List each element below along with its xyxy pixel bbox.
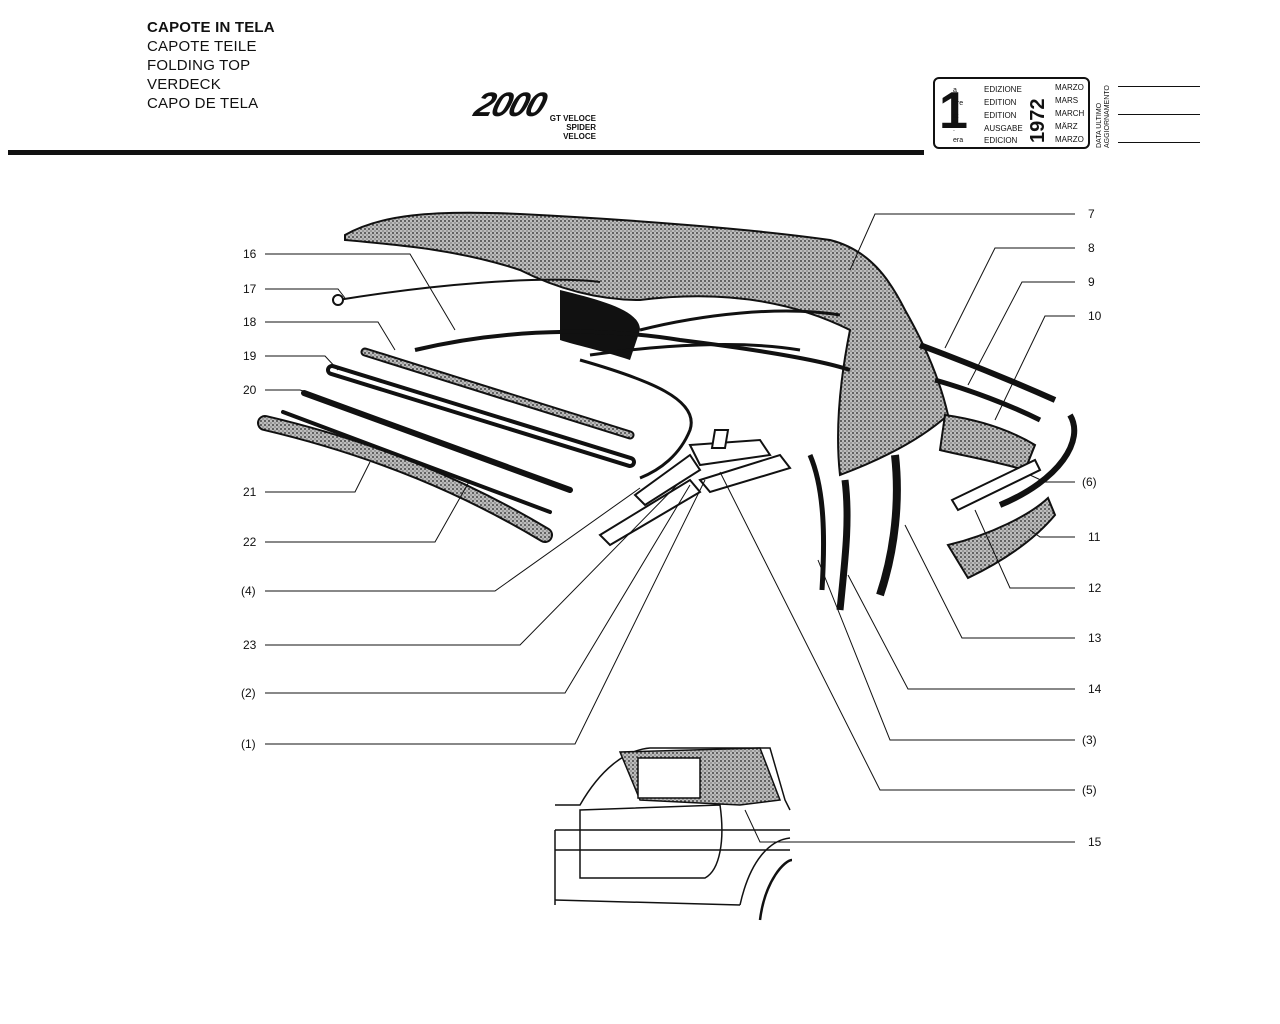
- callout-label: 17: [243, 282, 257, 296]
- update-line: [1118, 86, 1200, 87]
- hinge-bracket: [688, 438, 772, 467]
- frame-bow: [589, 343, 801, 357]
- edition-suffix: .: [953, 126, 955, 133]
- edition-month: MARCH: [1055, 109, 1085, 118]
- callout-label: 21: [243, 485, 257, 499]
- callout-label: 23: [243, 638, 257, 652]
- callouts-left: 16 17 18 19 20 21 22 (4) 23 (2) (1): [241, 247, 257, 751]
- callout-label: 13: [1088, 631, 1102, 645]
- hinge-link: [698, 453, 792, 494]
- leader-lines-left: [265, 253, 706, 745]
- header-rail-21: [281, 410, 552, 514]
- edition-month: MARZO: [1055, 83, 1084, 92]
- title-german: CAPOTE TEILE: [147, 38, 257, 55]
- header-rail-18-inner: [362, 349, 633, 438]
- callout-label: (6): [1082, 475, 1097, 489]
- hinge-arm: [633, 453, 702, 507]
- hinge-post: [710, 429, 730, 449]
- callout-label: 11: [1088, 530, 1101, 544]
- cable-17: [337, 278, 601, 301]
- edition-label: AUSGABE: [984, 124, 1023, 133]
- inset-wheel: [758, 858, 793, 921]
- header-seal-22-inner: [259, 417, 551, 541]
- header-rail-20: [301, 390, 573, 493]
- side-rail-8: [918, 342, 1057, 403]
- callout-label: 19: [243, 349, 257, 363]
- header-rail-19-inner: [330, 368, 632, 464]
- frame-bow: [414, 329, 851, 372]
- callout-label: 16: [243, 247, 257, 261]
- callout-label: 8: [1088, 241, 1095, 255]
- model-subtitle: GT VELOCE SPIDER VELOCE: [534, 114, 596, 141]
- edition-label: EDITION: [984, 98, 1017, 107]
- cable-end: [332, 294, 344, 306]
- inset-rear-window: [637, 757, 701, 799]
- title-german-2: VERDECK: [147, 76, 221, 93]
- folding-top-canvas: [344, 211, 950, 477]
- callouts-right: 7 8 9 10 (6) 11 12 13 14 (3) (5) 15: [1082, 207, 1102, 849]
- edition-suffix: era: [953, 137, 964, 144]
- frame-bow: [639, 309, 841, 332]
- edition-suffix: ere: [953, 100, 964, 107]
- side-rail-9: [934, 377, 1042, 423]
- callout-label: 10: [1088, 309, 1102, 323]
- edition-month: MÄRZ: [1055, 122, 1078, 131]
- callout-label: 14: [1088, 682, 1102, 696]
- callout-label: 15: [1088, 835, 1102, 849]
- callout-label: (3): [1082, 733, 1097, 747]
- edition-number: 1: [939, 82, 968, 140]
- inset-door: [579, 804, 723, 879]
- edition-box: 1 a ere st . era EDIZIONE EDITION EDITIO…: [933, 77, 1090, 149]
- rear-window-opening: [560, 290, 640, 360]
- edition-label: EDITION: [984, 111, 1017, 120]
- callout-label: 22: [243, 535, 257, 549]
- callout-label: (1): [241, 737, 256, 751]
- callout-label: 20: [243, 383, 257, 397]
- model-logo: 2000 GT VELOCE SPIDER VELOCE: [470, 86, 596, 141]
- update-line: [1118, 114, 1200, 115]
- callout-label: (4): [241, 584, 256, 598]
- edition-label: EDICION: [984, 136, 1018, 145]
- callout-label: 18: [243, 315, 257, 329]
- rail-6: [998, 413, 1078, 508]
- callout-label: (5): [1082, 783, 1097, 797]
- callout-label: (2): [241, 686, 256, 700]
- side-seal-10: [938, 413, 1037, 472]
- arm-13: [876, 454, 901, 597]
- car-inset: [554, 747, 793, 921]
- update-line: [1118, 142, 1200, 143]
- model-sub-spider: SPIDER VELOCE: [563, 123, 596, 141]
- callout-label: 7: [1088, 207, 1095, 221]
- title-italian: CAPOTE IN TELA: [147, 19, 275, 36]
- arm-14: [836, 479, 851, 611]
- callout-label: 12: [1088, 581, 1102, 595]
- edition-suffix: st: [953, 113, 959, 120]
- title-block: CAPOTE IN TELA CAPOTE TEILE FOLDING TOP …: [147, 18, 275, 113]
- edition-suffix: a: [953, 87, 957, 94]
- edition-month: MARS: [1055, 96, 1079, 105]
- frame-bow: [579, 358, 693, 480]
- edition-label: EDIZIONE: [984, 85, 1022, 94]
- seal-11: [946, 496, 1057, 580]
- inset-fender: [739, 837, 791, 906]
- model-sub-gt: GT VELOCE: [549, 114, 596, 123]
- edition-month: MARZO: [1055, 135, 1084, 144]
- callout-label: 9: [1088, 275, 1095, 289]
- rail-12: [950, 458, 1042, 512]
- header-rule: [8, 150, 924, 155]
- leader-lines-right: [719, 213, 1075, 843]
- title-spanish: CAPO DE TELA: [147, 95, 259, 112]
- title-english: FOLDING TOP: [147, 57, 251, 74]
